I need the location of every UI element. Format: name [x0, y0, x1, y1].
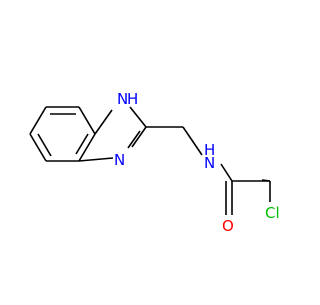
bond	[129, 106, 147, 128]
molecule-canvas: N H N N H O Cl	[29, 90, 280, 235]
imidazole-ring	[78, 106, 147, 162]
double-bond-inner	[37, 133, 52, 157]
amide-hydrogen-label: H	[204, 141, 215, 159]
ethyl-chain	[146, 126, 203, 156]
structure-drawing: N H N N H O Cl	[29, 90, 280, 235]
nh-hydrogen-label: H	[127, 90, 138, 108]
chloroacetamide-group	[220, 163, 271, 215]
bond	[261, 179, 271, 182]
amide-nitrogen-label: N	[204, 154, 215, 172]
bond	[182, 126, 203, 156]
double-bond-outer	[127, 130, 141, 149]
chlorine-label: Cl	[265, 204, 280, 222]
nh-nitrogen-label: N	[117, 90, 128, 108]
oxygen-label: O	[222, 217, 234, 235]
bond	[29, 106, 47, 135]
double-bond-inner	[75, 133, 89, 155]
bond	[78, 133, 96, 162]
bond	[29, 133, 47, 162]
ring-nitrogen-label: N	[114, 151, 125, 169]
bond	[78, 157, 114, 162]
benzene-ring	[29, 106, 96, 162]
bond	[220, 163, 233, 182]
bond	[131, 126, 147, 148]
bond	[94, 109, 113, 135]
bond	[78, 106, 96, 135]
atom-labels: N H N N H O Cl	[114, 90, 280, 235]
